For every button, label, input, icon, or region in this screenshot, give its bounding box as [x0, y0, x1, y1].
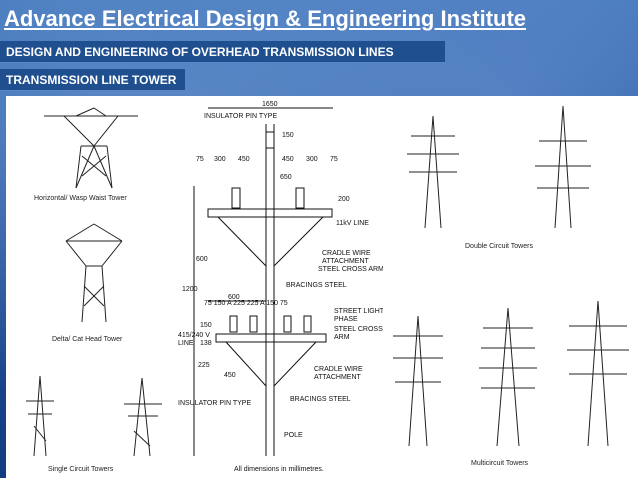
label-arm: ARM	[334, 334, 350, 341]
tower-sketches-right	[393, 105, 629, 447]
caption-single-circuit: Single Circuit Towers	[48, 466, 114, 473]
right-figure-panel: Double Circuit Towers Multicircuit Tower…	[383, 96, 638, 478]
dim-75b: 75	[330, 156, 338, 163]
label-insulator-pin-top: INSULATOR PIN TYPE	[204, 113, 278, 120]
label-line: LINE	[178, 340, 194, 347]
label-steel-cross: STEEL CROSS	[334, 326, 383, 333]
label-cradle-wire-2: CRADLE WIRE	[314, 366, 363, 373]
dim-450a: 450	[238, 156, 250, 163]
label-steel-cross-arm: STEEL CROSS ARM	[318, 266, 384, 273]
label-lv-line: 415/240 V	[178, 332, 210, 339]
dim-150b: 150	[200, 322, 212, 329]
label-street-light: STREET LIGHT	[334, 308, 385, 315]
left-figure-panel: Horizontal/ Wasp Waist Tower Delta/ Cat …	[6, 96, 178, 478]
dim-450c: 450	[224, 372, 236, 379]
dim-600b: 600	[228, 294, 240, 301]
tower-sketches-left	[26, 107, 162, 457]
caption-multicircuit: Multicircuit Towers	[471, 460, 529, 467]
label-bracings-steel-1: BRACINGS STEEL	[286, 282, 347, 289]
slide-title: Advance Electrical Design & Engineering …	[4, 6, 527, 31]
dim-225: 225	[198, 362, 210, 369]
dim-150: 150	[282, 132, 294, 139]
caption-double-circuit: Double Circuit Towers	[465, 243, 533, 250]
label-attachment-1: ATTACHMENT	[322, 258, 369, 265]
dim-450b: 450	[282, 156, 294, 163]
label-phase: PHASE	[334, 316, 358, 323]
label-pole: POLE	[284, 432, 303, 439]
dim-300a: 300	[214, 156, 226, 163]
dim-75a: 75	[196, 156, 204, 163]
caption-delta-tower: Delta/ Cat Head Tower	[52, 336, 123, 343]
dim-300b: 300	[306, 156, 318, 163]
caption-horizontal-tower: Horizontal/ Wasp Waist Tower	[34, 195, 127, 202]
dim-200: 200	[338, 196, 350, 203]
label-11kv-line: 11kV LINE	[336, 220, 369, 227]
pole-structure-drawing	[193, 107, 333, 456]
drawing-note: All dimensions in millimetres.	[234, 466, 324, 473]
label-cradle-wire-1: CRADLE WIRE	[322, 250, 371, 257]
dim-1650: 1650	[262, 101, 278, 108]
dim-600: 600	[196, 256, 208, 263]
label-attachment-2: ATTACHMENT	[314, 374, 361, 381]
lower-dims: 75 150 A 225 225 A 150 75	[204, 300, 288, 307]
dim-138: 138	[200, 340, 212, 347]
dim-1200: 1200	[182, 286, 198, 293]
center-drawing-panel: 1650 INSULATOR PIN TYPE 150 75 300 450 4…	[178, 96, 385, 478]
label-insulator-pin-bottom: INSULATOR PIN TYPE	[178, 400, 252, 407]
section-band: TRANSMISSION LINE TOWER	[0, 69, 185, 91]
subtitle-band: DESIGN AND ENGINEERING OF OVERHEAD TRANS…	[0, 41, 445, 63]
label-bracings-steel-2: BRACINGS STEEL	[290, 396, 351, 403]
dim-650: 650	[280, 174, 292, 181]
